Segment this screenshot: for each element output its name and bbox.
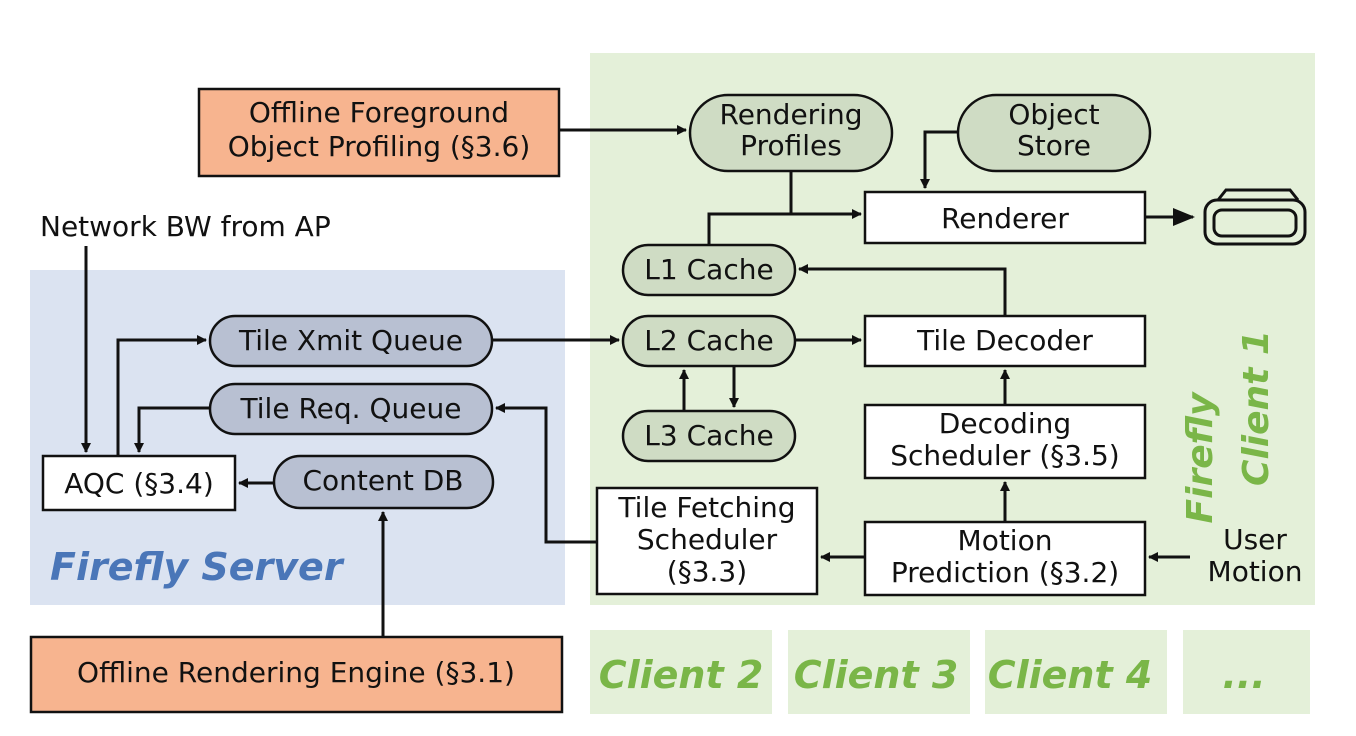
client-3-region	[788, 630, 970, 714]
offline-rendering-engine-box	[29, 635, 564, 714]
arrow-aqc-to-xmit	[116, 335, 207, 456]
l2-cache-label: L2 Cache	[644, 324, 773, 357]
object-store-label-1: Object	[1008, 98, 1099, 131]
vr-headset-icon	[1203, 188, 1307, 246]
user-motion-label-1: User	[1223, 523, 1287, 556]
client-2-label: Client 2	[599, 653, 764, 697]
network-bw-label: Network BW from AP	[40, 210, 331, 243]
rendering-profiles-label-2: Profiles	[740, 129, 842, 162]
offline-profiling-label-2: Object Profiling (§3.6)	[228, 130, 531, 163]
offline-profiling-label-1: Offline Foreground	[249, 96, 509, 129]
motion-prediction-label-1: Motion	[958, 524, 1053, 557]
tile-decoder-label: Tile Decoder	[916, 324, 1093, 357]
user-motion-label-2: Motion	[1208, 555, 1303, 588]
tile-fetching-label-3: (§3.3)	[667, 555, 747, 588]
server-title: Firefly Server	[50, 545, 345, 589]
line-l1-to-renderer	[707, 212, 791, 245]
renderer-label: Renderer	[941, 202, 1069, 235]
object-store-label-2: Store	[1017, 129, 1091, 162]
content-db-label: Content DB	[302, 464, 463, 497]
decoding-scheduler-label-1: Decoding	[939, 407, 1071, 440]
more-clients-label: ...	[1222, 653, 1265, 697]
motion-prediction-box	[863, 520, 1147, 597]
tile-fetching-scheduler-box	[595, 486, 819, 596]
client-4-label: Client 4	[988, 653, 1153, 697]
client-title-line2: Client 1	[1236, 330, 1277, 486]
aqc-box	[41, 454, 237, 512]
tile-req-queue-label: Tile Req. Queue	[240, 392, 462, 425]
arrow-fetching-to-reqqueue	[495, 403, 597, 544]
tile-fetching-label-2: Scheduler	[637, 523, 778, 556]
decoding-scheduler-box	[863, 403, 1147, 480]
offline-profiling-box	[197, 87, 561, 178]
tile-fetching-label-1: Tile Fetching	[617, 491, 795, 524]
client-2-region	[590, 630, 772, 714]
arrow-decoder-to-l1	[798, 264, 1007, 316]
arrow-reqqueue-to-aqc	[134, 406, 210, 453]
l3-cache-label: L3 Cache	[644, 419, 773, 452]
motion-prediction-label-2: Prediction (§3.2)	[891, 556, 1119, 589]
rendering-profiles-label-1: Rendering	[720, 98, 863, 131]
client-title-line1: Firefly	[1180, 391, 1221, 523]
l3-cache	[621, 409, 797, 463]
decoding-scheduler-label-2: Scheduler (§3.5)	[890, 439, 1119, 472]
aqc-label: AQC (§3.4)	[64, 467, 214, 500]
offline-rendering-engine-label: Offline Rendering Engine (§3.1)	[77, 656, 515, 689]
tile-xmit-queue-label: Tile Xmit Queue	[238, 324, 463, 357]
client-4-region	[985, 630, 1167, 714]
more-clients-region	[1183, 630, 1310, 714]
l1-cache-label: L1 Cache	[644, 253, 773, 286]
arrow-objectstore-to-renderer	[920, 130, 958, 189]
client-3-label: Client 3	[794, 653, 959, 697]
